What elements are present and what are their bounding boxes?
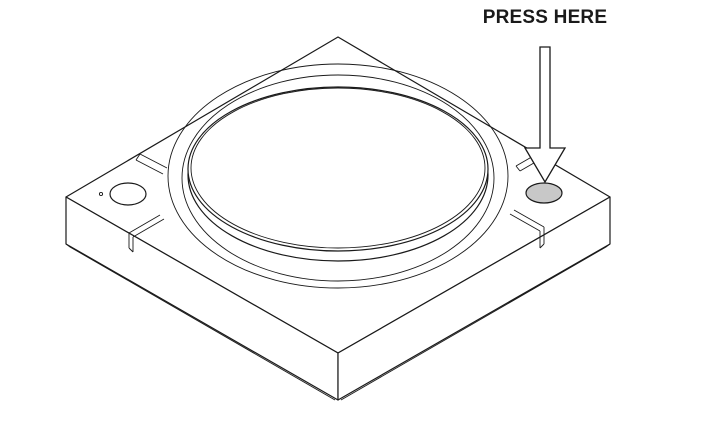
platter-inner-ring [181, 74, 495, 282]
press-here-label: PRESS HERE [482, 7, 608, 28]
press-here-button[interactable] [525, 182, 563, 204]
platter-assembly [167, 63, 509, 289]
platter-top-inner-line [190, 87, 486, 249]
platter-outer-ring [167, 63, 509, 289]
slot-back-left [135, 153, 168, 175]
indicator-dot [98, 191, 104, 197]
platter-top [187, 86, 489, 252]
device-base-edge-left [65, 243, 336, 401]
slot-front-right [509, 209, 545, 249]
down-arrow-icon [523, 46, 567, 184]
slot-front-left [128, 214, 165, 253]
device-base-edge-right [340, 243, 611, 401]
left-button [98, 182, 147, 206]
